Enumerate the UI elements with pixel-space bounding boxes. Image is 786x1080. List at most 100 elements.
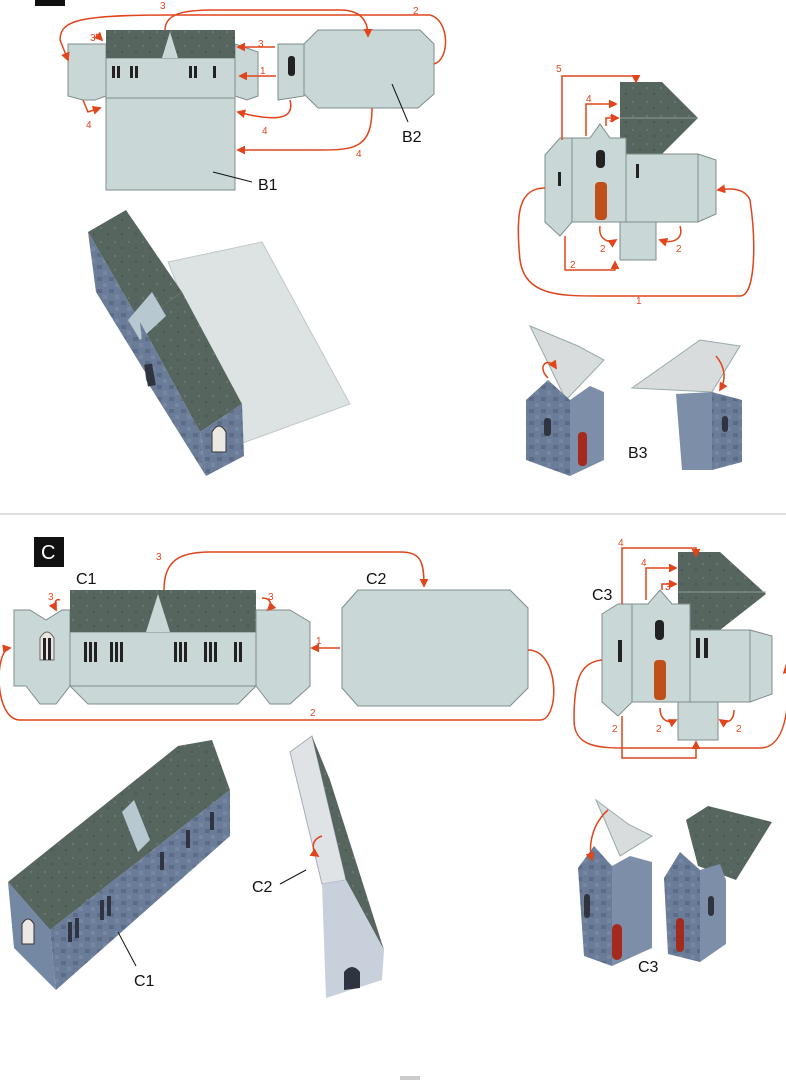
c3-door bbox=[654, 660, 666, 700]
section-c-badge bbox=[34, 537, 64, 567]
b1-right-flap bbox=[234, 43, 259, 101]
c1-windows bbox=[39, 631, 242, 662]
c2-model-front bbox=[322, 880, 384, 998]
c3-tower-left bbox=[578, 798, 654, 966]
b-step-3-top: 3 bbox=[160, 1, 166, 12]
c-step-3-right: 3 bbox=[268, 592, 274, 603]
c2-assembled-model bbox=[289, 735, 384, 998]
c1-right-end bbox=[255, 609, 311, 705]
b-step-3-left: 3 bbox=[90, 33, 96, 44]
page-footer-mark bbox=[400, 1076, 420, 1080]
b-step-4-mid: 4 bbox=[262, 126, 268, 137]
b3-right-tab bbox=[697, 153, 717, 223]
b-arrows bbox=[59, 9, 447, 155]
b-model-wall-front bbox=[140, 322, 206, 476]
b3-step-5: 5 bbox=[556, 64, 562, 75]
c3-step-2-mid: 2 bbox=[656, 724, 662, 735]
c1-model-roof bbox=[8, 740, 230, 930]
net-c2 bbox=[341, 589, 529, 707]
c-arrows bbox=[0, 551, 555, 721]
b-model-roof-back bbox=[88, 210, 182, 322]
b2-roof-panel bbox=[303, 29, 435, 109]
c2-model-window bbox=[344, 967, 360, 990]
b2-leader bbox=[391, 83, 409, 123]
c3-step-4-top: 4 bbox=[618, 538, 624, 549]
c3-right-tab bbox=[749, 629, 773, 703]
c3-step-2-right: 2 bbox=[736, 724, 742, 735]
c-step-2: 2 bbox=[310, 708, 316, 719]
c3-window bbox=[655, 620, 664, 640]
c-step-1: 1 bbox=[316, 636, 322, 647]
c1-model-end-window bbox=[21, 918, 35, 945]
section-b-tab bbox=[35, 0, 65, 6]
b-step-2-top: 2 bbox=[413, 6, 419, 17]
b3-step-2-right: 2 bbox=[676, 244, 682, 255]
b1-left-flap bbox=[67, 43, 107, 101]
c1-model-windows bbox=[68, 812, 214, 942]
c3-step-3: 3 bbox=[665, 582, 671, 593]
b3-step-2-mid: 2 bbox=[600, 244, 606, 255]
b3-tower-right bbox=[630, 339, 742, 470]
label-c3-bottom: C3 bbox=[638, 959, 659, 976]
b-assembled-model bbox=[88, 210, 351, 476]
b-model-roof-front bbox=[140, 292, 242, 432]
b3-arrows bbox=[517, 74, 755, 297]
net-b3 bbox=[544, 82, 717, 261]
label-b2: B2 bbox=[402, 129, 422, 146]
b-model-end-window bbox=[211, 425, 227, 453]
label-b3: B3 bbox=[628, 445, 648, 462]
c3-step-2-left: 2 bbox=[612, 724, 618, 735]
c3-roof bbox=[678, 552, 766, 630]
c3-step-4-mid: 4 bbox=[641, 558, 647, 569]
b-step-3-right: 3 bbox=[258, 39, 264, 50]
label-c2-top: C2 bbox=[366, 571, 387, 588]
b-model-gable-mid bbox=[128, 292, 166, 340]
section-c-letter: C bbox=[41, 542, 55, 564]
b3-step-4: 4 bbox=[586, 94, 592, 105]
b-step-1: 1 bbox=[260, 66, 266, 77]
c3-bottom bbox=[677, 701, 719, 741]
b3-bottom bbox=[619, 221, 657, 261]
b3-front bbox=[571, 123, 627, 223]
b3-step-1: 1 bbox=[636, 296, 642, 307]
b3-tower-left bbox=[526, 325, 605, 476]
c2-leader bbox=[279, 869, 307, 885]
b2-end-window bbox=[288, 56, 295, 76]
label-c2-bottom: C2 bbox=[252, 879, 273, 896]
b1-base bbox=[105, 97, 236, 191]
c1-model-gable-mid bbox=[122, 800, 150, 852]
b-model-side-window bbox=[144, 363, 156, 387]
label-c1-top: C1 bbox=[76, 571, 97, 588]
b1-leader bbox=[212, 171, 253, 183]
c1-gable bbox=[146, 594, 170, 632]
b3-left-wing bbox=[544, 137, 573, 237]
label-c3-top: C3 bbox=[592, 587, 613, 604]
net-c1 bbox=[13, 590, 311, 705]
c1-bottom-strip bbox=[68, 685, 258, 705]
c-step-3-left: 3 bbox=[48, 592, 54, 603]
c1-model-front-wall bbox=[50, 790, 230, 990]
c-step-3-top: 3 bbox=[156, 552, 162, 563]
c1-wall-strip bbox=[69, 631, 257, 687]
net-b1 bbox=[67, 30, 259, 191]
label-b1: B1 bbox=[258, 177, 278, 194]
b3-step-3: 3 bbox=[609, 114, 615, 125]
b-model-wall-left bbox=[88, 232, 150, 380]
b1-windows bbox=[112, 66, 216, 78]
b-step-4-low: 4 bbox=[356, 149, 362, 160]
b1-gable bbox=[162, 32, 178, 58]
c1-assembled-model bbox=[8, 740, 230, 990]
b-step-4-left: 4 bbox=[86, 120, 92, 131]
c3-front bbox=[631, 589, 691, 703]
c1-leader bbox=[117, 931, 137, 967]
net-b2 bbox=[277, 29, 435, 109]
net-c3 bbox=[601, 552, 773, 741]
b3-step-2-left: 2 bbox=[570, 260, 576, 271]
b3-window bbox=[596, 150, 605, 168]
c3-tower-right bbox=[664, 806, 772, 962]
c2-model-roof bbox=[312, 736, 384, 950]
label-c1-bottom: C1 bbox=[134, 973, 155, 990]
c3-left-wing bbox=[601, 603, 633, 717]
b3-door bbox=[595, 182, 607, 220]
